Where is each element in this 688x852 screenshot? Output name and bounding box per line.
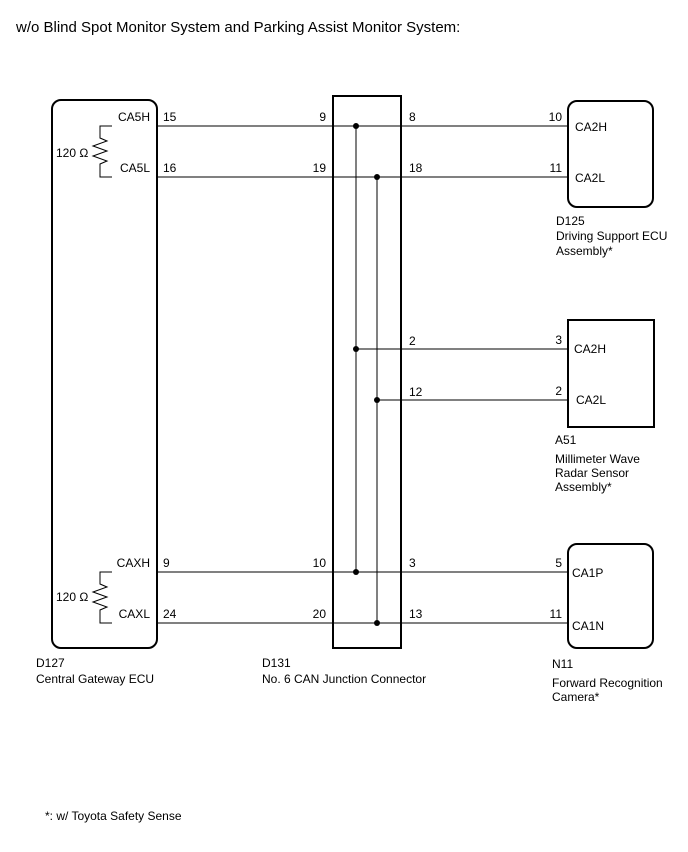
gateway-code: D127 <box>36 656 65 670</box>
pin-number: 9 <box>163 556 170 570</box>
pin-number: 10 <box>549 110 563 124</box>
footnote: *: w/ Toyota Safety Sense <box>45 809 182 823</box>
pin-number: 18 <box>409 161 423 175</box>
pin-number: 11 <box>550 607 563 621</box>
splice-dot <box>353 569 359 575</box>
radar-name-cont2: Assembly* <box>555 480 612 494</box>
pin-number: 3 <box>409 556 416 570</box>
pin-label-ca2h: CA2H <box>575 120 607 134</box>
diagram-title: w/o Blind Spot Monitor System and Parkin… <box>15 19 460 36</box>
radar-sensor-box <box>567 319 655 428</box>
pin-label-ca2l: CA2L <box>575 171 605 185</box>
radar-name-cont: Radar Sensor <box>555 466 629 480</box>
splice-dot <box>353 123 359 129</box>
pin-number: 16 <box>163 161 177 175</box>
pin-label-ca5l: CA5L <box>120 161 150 175</box>
gateway-name: Central Gateway ECU <box>36 672 154 686</box>
pin-number: 9 <box>319 110 326 124</box>
splice-dot <box>374 620 380 626</box>
pin-number: 2 <box>555 384 562 398</box>
camera-name: Forward Recognition <box>552 676 663 690</box>
recognition-camera-box <box>567 543 654 649</box>
pin-number: 3 <box>555 333 562 347</box>
camera-name-cont: Camera* <box>552 690 600 704</box>
pin-number: 12 <box>409 385 423 399</box>
driving-support-name-cont: Assembly* <box>556 244 613 258</box>
resistor-top-icon <box>91 125 112 178</box>
resistor-bottom-icon <box>91 571 112 624</box>
pin-label-ca1p: CA1P <box>572 566 603 580</box>
pin-label-ca2l: CA2L <box>576 393 606 407</box>
pin-label-ca1n: CA1N <box>572 619 604 633</box>
pin-number: 10 <box>313 556 327 570</box>
junction-code: D131 <box>262 656 291 670</box>
pin-number: 19 <box>313 161 327 175</box>
pin-number: 11 <box>550 161 563 175</box>
resistor-bottom-label: 120 Ω <box>56 590 88 604</box>
junction-connector-box <box>332 95 402 649</box>
pin-label-ca5h: CA5H <box>118 110 150 124</box>
pin-number: 20 <box>313 607 327 621</box>
central-gateway-ecu-box <box>51 99 158 649</box>
pin-number: 24 <box>163 607 177 621</box>
resistor-top-label: 120 Ω <box>56 146 88 160</box>
radar-name: Millimeter Wave <box>555 452 640 466</box>
radar-code: A51 <box>555 433 577 447</box>
pin-number: 8 <box>409 110 416 124</box>
pin-label-caxl: CAXL <box>119 607 151 621</box>
junction-name: No. 6 CAN Junction Connector <box>262 672 426 686</box>
pin-number: 13 <box>409 607 423 621</box>
pin-number: 5 <box>555 556 562 570</box>
driving-support-ecu-box <box>567 100 654 208</box>
driving-support-code: D125 <box>556 214 585 228</box>
pin-label-caxh: CAXH <box>117 556 150 570</box>
pin-number: 15 <box>163 110 177 124</box>
splice-dot <box>374 174 380 180</box>
camera-code: N11 <box>552 657 573 671</box>
splice-dot <box>353 346 359 352</box>
pin-label-ca2h: CA2H <box>574 342 606 356</box>
driving-support-name: Driving Support ECU <box>556 229 667 243</box>
splice-dot <box>374 397 380 403</box>
pin-number: 2 <box>409 334 416 348</box>
